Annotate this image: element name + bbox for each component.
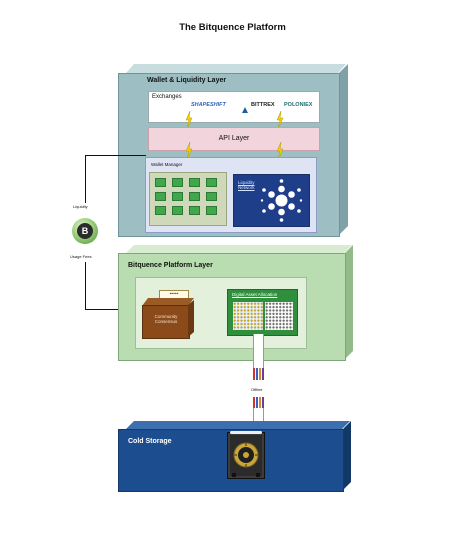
- api-layer-box: API Layer: [148, 127, 320, 151]
- offline-cable-lower: [253, 408, 264, 422]
- offline-cable-upper: [253, 334, 264, 370]
- connector-line: [85, 155, 146, 156]
- wallet-cell: [206, 192, 217, 201]
- platform-layer-title: Bitquence Platform Layer: [128, 262, 213, 269]
- shapeshift-logo: SHAPESHIFT: [191, 102, 226, 108]
- liquidity-network-label: Liquidity Network: [238, 180, 255, 190]
- wallet-layer-top-face: [126, 64, 346, 73]
- wallet-cell: [206, 178, 217, 187]
- safe-dial-icon: [233, 442, 259, 468]
- liquidity-network-box: Liquidity Network: [233, 174, 310, 227]
- cable-wires-bottom: [253, 397, 264, 409]
- wallet-layer-title: Wallet & Liquidity Layer: [147, 77, 227, 84]
- offline-label: Offline: [251, 387, 263, 392]
- ballot-box-lid: [142, 298, 194, 306]
- cold-storage-top-face: [126, 421, 350, 429]
- wallet-cell: [172, 178, 183, 187]
- connector-line: [85, 309, 136, 310]
- poloniex-logo: POLONIEX: [284, 102, 313, 108]
- asset-matrix-right: [265, 302, 293, 330]
- safe-icon: [227, 431, 265, 479]
- bitquence-badge: B: [72, 218, 98, 244]
- exchanges-label: Exchanges: [152, 94, 182, 100]
- wallet-cell: [155, 192, 166, 201]
- api-layer-label: API Layer: [218, 135, 250, 142]
- lightning-icon: [185, 142, 193, 160]
- exchanges-box: Exchanges SHAPESHIFT BITTREX POLONIEX: [148, 91, 320, 123]
- platform-layer-top-face: [126, 245, 352, 253]
- network-icon: [260, 179, 303, 222]
- cable-wires-top: [253, 368, 264, 380]
- wallet-layer-side-face: [339, 64, 348, 235]
- liquidity-label: Liquidity: [73, 204, 88, 209]
- usage-fees-label: Usage Fees: [70, 254, 92, 259]
- wallet-cell: [206, 206, 217, 215]
- lightning-icon: [185, 111, 193, 129]
- connector-line: [85, 262, 86, 310]
- wallet-cell: [189, 178, 200, 187]
- bittrex-logo: BITTREX: [251, 102, 275, 108]
- diagram-title: The Bitquence Platform: [179, 22, 286, 33]
- wallet-cell: [189, 206, 200, 215]
- wallet-cell: [172, 192, 183, 201]
- bitquence-b-icon: B: [77, 223, 93, 239]
- platform-layer-side-face: [345, 245, 353, 359]
- digital-asset-box: Digital Asset Allocation: [227, 289, 298, 336]
- wallet-grid: [155, 178, 217, 215]
- community-consensus-label: Community Consensus: [154, 314, 178, 324]
- wallet-cell: [189, 192, 200, 201]
- digital-asset-label: Digital Asset Allocation: [232, 292, 278, 297]
- wallet-cell: [172, 206, 183, 215]
- safe-foot: [256, 473, 260, 477]
- lightning-icon: [276, 111, 284, 129]
- wallet-cell: [155, 178, 166, 187]
- safe-foot: [232, 473, 236, 477]
- ballot-box: Community Consensus: [142, 305, 190, 339]
- wallet-cell: [155, 206, 166, 215]
- wallet-grid-panel: [149, 172, 227, 226]
- cold-storage-title: Cold Storage: [128, 438, 172, 445]
- cold-storage-side-face: [343, 421, 351, 490]
- ballot-box-side: [188, 300, 194, 337]
- connector-line: [85, 155, 86, 203]
- lightning-icon: [276, 142, 284, 160]
- safe-frost: [230, 431, 262, 434]
- wallet-manager-label: Wallet Manager: [151, 162, 183, 167]
- asset-matrix-left: [233, 302, 263, 330]
- bittrex-icon: [241, 101, 249, 113]
